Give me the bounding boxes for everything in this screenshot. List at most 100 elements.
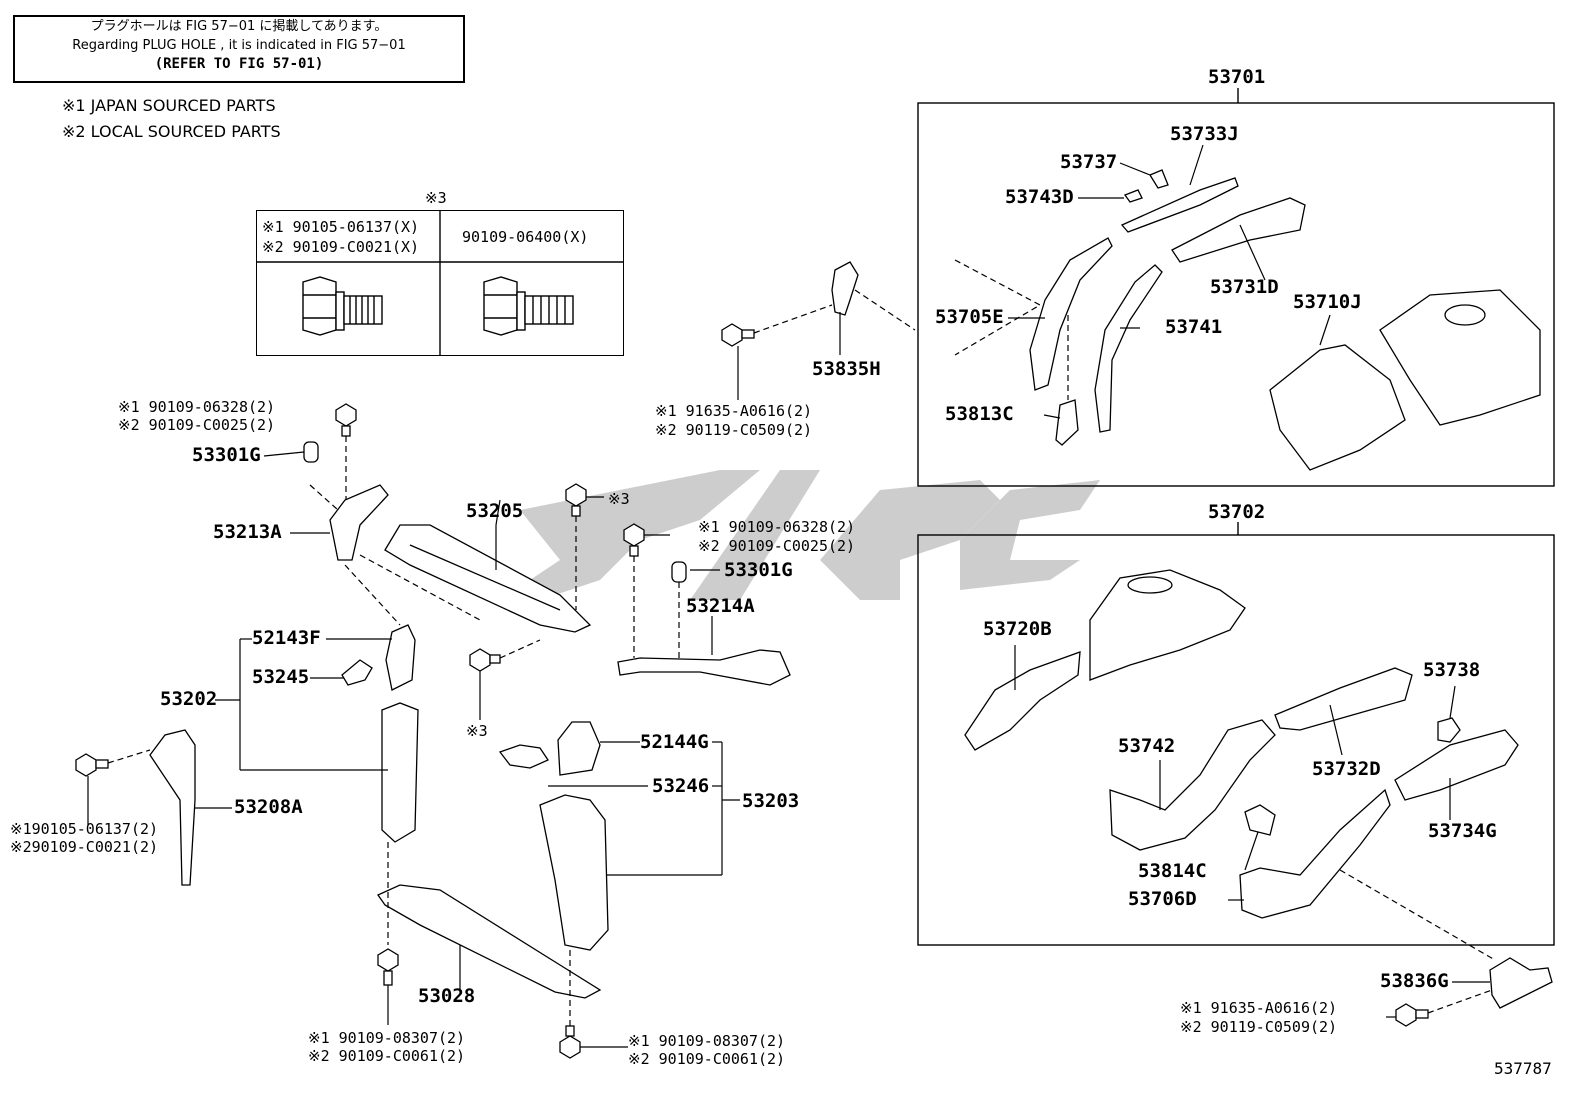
part-label-53742: 53742: [1118, 735, 1176, 757]
part-53706D-shape: [1239, 788, 1391, 919]
reference-line-fig: (REFER TO FIG 57-01): [154, 56, 324, 72]
part-52144G-shape: [557, 721, 601, 776]
part-label-52144G: 52144G: [640, 731, 709, 753]
part-53202-column-shape: [381, 702, 419, 843]
part-53738-shape: [1437, 717, 1461, 743]
bolt-table-right-1: 90109-06400(X): [462, 228, 589, 246]
part-53835H-shape: [831, 261, 859, 316]
reference-line-en: Regarding PLUG HOLE , it is indicated in…: [72, 38, 406, 53]
part-53742-shape: [1109, 719, 1276, 851]
part-53720B-housing-shape: [1089, 569, 1246, 681]
part-label-53705E: 53705E: [935, 306, 1004, 328]
bolt-icon: [565, 483, 587, 517]
part-label-53734G: 53734G: [1428, 820, 1497, 842]
part-label-53203: 53203: [742, 790, 800, 812]
part-53213A-shape: [329, 484, 389, 561]
part-53743D-shape: [1123, 189, 1143, 203]
bolt-long-flange-icon: [483, 276, 574, 336]
fastener-label-7b: ※2 90109-C0061(2): [308, 1047, 466, 1065]
fastener-label-4a: ※1 90109-06328(2): [698, 518, 856, 536]
bolt-table-mark: ※3: [425, 189, 447, 207]
fastener-label-5: ※3: [466, 722, 488, 740]
fastener-label-7a: ※1 90109-08307(2): [308, 1029, 466, 1047]
part-53734G-shape: [1394, 729, 1519, 801]
part-53814C-shape: [1244, 804, 1276, 836]
fastener-label-6b: ※290109-C0021(2): [10, 838, 159, 856]
part-53710J-upper-shape: [1379, 289, 1541, 426]
part-label-53720B: 53720B: [983, 618, 1052, 640]
group-box-53701: [917, 102, 1555, 487]
part-53203-column-shape: [539, 794, 609, 951]
bolt-table-left-1: ※1 90105-06137(X): [262, 218, 420, 236]
part-53720B-shape: [964, 651, 1081, 751]
figure-number: 537787: [1494, 1059, 1552, 1078]
part-53737-shape: [1149, 169, 1169, 189]
fastener-label-9b: ※2 90119-C0509(2): [1180, 1018, 1338, 1036]
part-label-52143F: 52143F: [252, 627, 321, 649]
part-label-53245: 53245: [252, 666, 310, 688]
fastener-label-1a: ※1 90109-06328(2): [118, 398, 276, 416]
part-label-53733J: 53733J: [1170, 123, 1239, 145]
bolt-icon: [335, 403, 357, 437]
part-label-53741: 53741: [1165, 316, 1223, 338]
fastener-label-8b: ※2 90109-C0061(2): [628, 1050, 786, 1068]
bolt-icon: [721, 323, 755, 347]
part-label-53732D: 53732D: [1312, 758, 1381, 780]
part-label-53214A: 53214A: [686, 595, 755, 617]
part-label-53301G-b: 53301G: [724, 559, 793, 581]
bolt-icon: [75, 753, 109, 777]
part-53732D-shape: [1274, 667, 1413, 731]
part-53836G-shape: [1489, 957, 1553, 1009]
part-53731D-shape: [1171, 197, 1306, 263]
bolt-icon: [559, 1025, 581, 1059]
part-53214A-shape: [617, 649, 791, 686]
fastener-label-2b: ※2 90119-C0509(2): [655, 421, 813, 439]
part-53245-shape: [341, 659, 373, 686]
part-53301G-b-shape: [671, 561, 687, 583]
bolt-table-left-2: ※2 90109-C0021(X): [262, 238, 420, 256]
part-52143F-shape: [385, 624, 416, 691]
group-box-53702: [917, 534, 1555, 946]
part-53028-shape: [377, 884, 602, 999]
part-label-53836G: 53836G: [1380, 970, 1449, 992]
part-label-53301G: 53301G: [192, 444, 261, 466]
bolt-icon: [469, 648, 501, 672]
reference-line-jp: プラグホールは FIG 57−01 に掲載してあります。: [90, 19, 388, 34]
fastener-label-4b: ※2 90109-C0025(2): [698, 537, 856, 555]
reference-note-box: プラグホールは FIG 57−01 に掲載してあります。 Regarding P…: [13, 15, 465, 83]
part-53741-shape: [1094, 264, 1163, 433]
part-label-53731D: 53731D: [1210, 276, 1279, 298]
part-label-53737: 53737: [1060, 151, 1118, 173]
part-53301G-shape: [303, 441, 319, 463]
group-label-53702: 53702: [1208, 501, 1266, 523]
bolt-icon: [377, 948, 399, 986]
part-label-53813C: 53813C: [945, 403, 1014, 425]
part-label-53202: 53202: [160, 688, 218, 710]
part-label-53743D: 53743D: [1005, 186, 1074, 208]
part-label-53205: 53205: [466, 500, 524, 522]
part-label-53246: 53246: [652, 775, 710, 797]
bolt-flange-icon: [302, 276, 383, 336]
legend-local-sourced: ※2 LOCAL SOURCED PARTS: [62, 122, 281, 141]
fastener-label-1b: ※2 90109-C0025(2): [118, 416, 276, 434]
part-53208A-shape: [149, 729, 196, 886]
legend-japan-sourced: ※1 JAPAN SOURCED PARTS: [62, 96, 276, 115]
part-label-53028: 53028: [418, 985, 476, 1007]
part-53710J-shape: [1269, 344, 1406, 471]
fastener-label-8a: ※1 90109-08307(2): [628, 1032, 786, 1050]
fastener-label-6a: ※190105-06137(2): [10, 820, 159, 838]
part-label-53213A: 53213A: [213, 521, 282, 543]
part-label-53738: 53738: [1423, 659, 1481, 681]
part-label-53835H: 53835H: [812, 358, 881, 380]
part-53733J-shape: [1120, 177, 1239, 233]
part-53246-shape: [498, 744, 549, 769]
fastener-label-3: ※3: [608, 490, 630, 508]
bolt-icon: [1395, 1003, 1429, 1027]
fastener-label-2a: ※1 91635-A0616(2): [655, 402, 813, 420]
part-label-53710J: 53710J: [1293, 291, 1362, 313]
group-label-53701: 53701: [1208, 66, 1266, 88]
part-53705E-shape: [1029, 237, 1113, 391]
part-label-53814C: 53814C: [1138, 860, 1207, 882]
part-53813C-shape: [1055, 399, 1079, 446]
